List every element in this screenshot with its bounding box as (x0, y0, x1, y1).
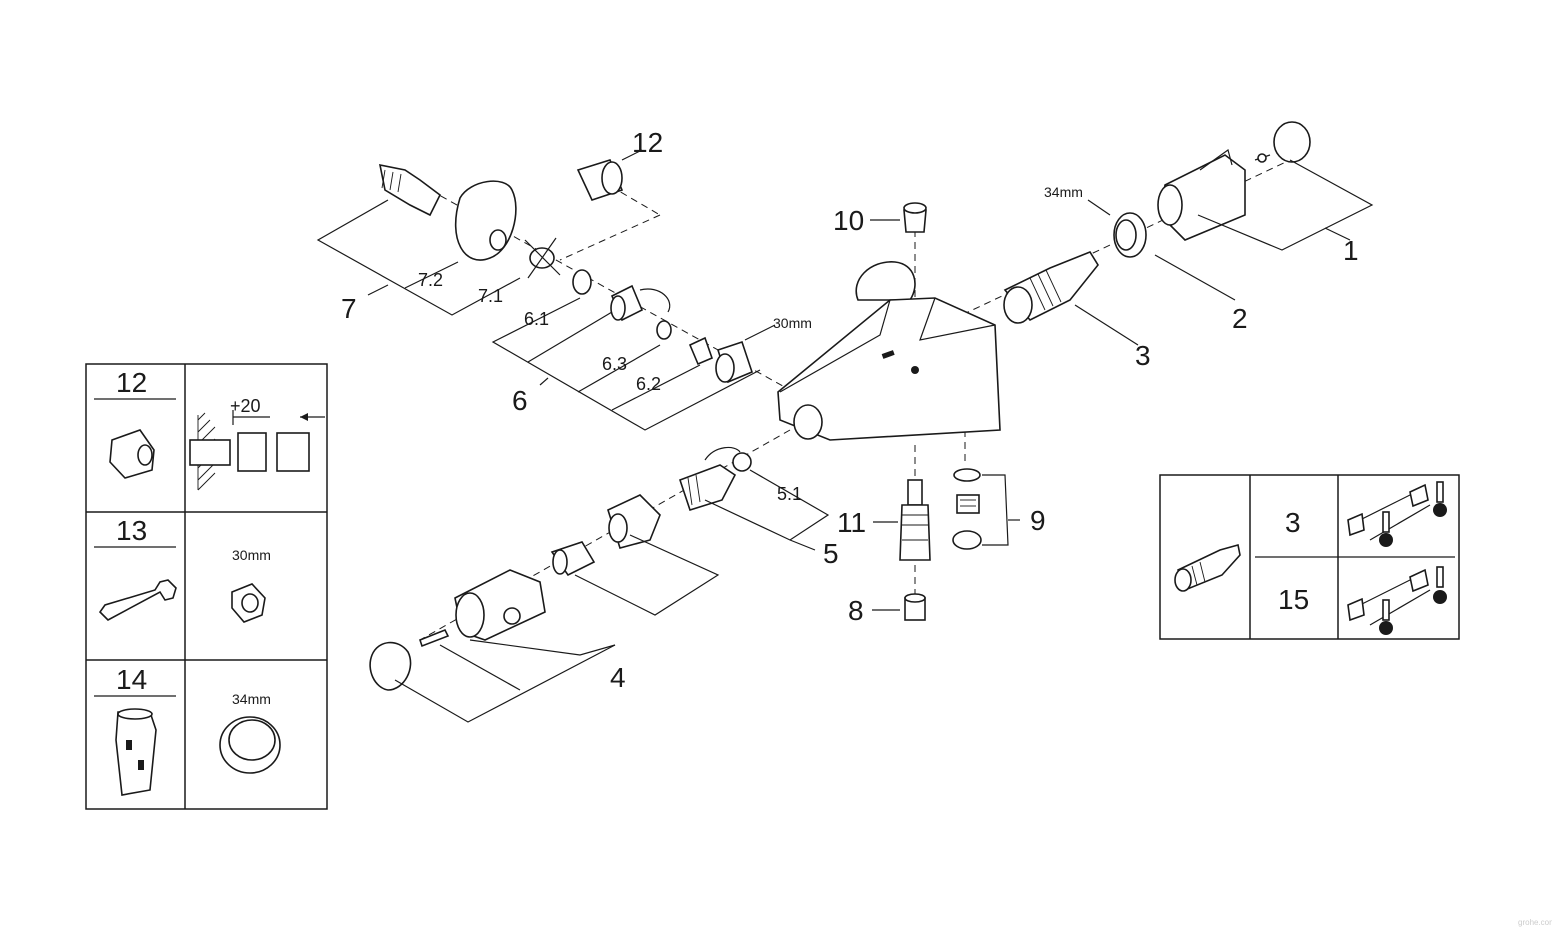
ring-icon (219, 716, 281, 774)
part-9-aerator (952, 468, 1020, 550)
callout-6-2: 6.2 (636, 374, 661, 394)
extension-install-illustration (189, 410, 325, 491)
dimension-30mm: 30mm (773, 315, 812, 331)
part-10-cap (870, 202, 927, 233)
part-3-cartridge (1003, 251, 1139, 346)
part-4-handle (369, 494, 720, 723)
extension-piece-icon (109, 429, 155, 479)
callout-6: 6 (512, 385, 528, 416)
callout-1: 1 (1343, 235, 1359, 266)
callout-5: 5 (823, 538, 839, 569)
part-1-handle (1157, 121, 1374, 251)
part-7-1-star-seal (524, 237, 561, 279)
accessory-note-13: 30mm (232, 547, 271, 563)
thermometer-diagram-3 (1347, 481, 1447, 547)
nut-icon (231, 583, 266, 623)
accessory-number-13: 13 (116, 515, 147, 546)
wrench-icon (98, 579, 177, 621)
dimension-34mm: 34mm (1044, 184, 1083, 200)
callout-12: 12 (632, 127, 663, 158)
part-8-bushing (872, 593, 926, 621)
callout-5-1: 5.1 (777, 484, 802, 504)
callout-7: 7 (341, 293, 357, 324)
accessory-table: 12 +20 13 30mm 14 (85, 363, 328, 810)
callout-11: 11 (837, 507, 866, 538)
callout-7-2: 7.2 (418, 270, 443, 290)
mixer-body (777, 261, 1001, 441)
callout-8: 8 (848, 595, 864, 626)
callout-10: 10 (833, 205, 864, 236)
part-12-extension-piece (576, 149, 643, 201)
part-5-adapter (678, 446, 830, 551)
part-6-wall-connection (491, 269, 776, 431)
accessory-note-14: 34mm (232, 691, 271, 707)
accessory-number-12: 12 (116, 367, 147, 398)
callout-7-1: 7.1 (478, 286, 503, 306)
callout-2: 2 (1232, 303, 1248, 334)
part-11-valve (873, 479, 931, 561)
accessory-number-14: 14 (116, 664, 147, 695)
cartridge-number-3: 3 (1285, 507, 1301, 538)
assembly-tool-icon (115, 708, 157, 796)
callout-4: 4 (610, 662, 626, 693)
callout-labels: 1 2 3 4 5 5.1 6 6.1 6.2 6.3 7 7.1 7.2 8 … (341, 127, 1359, 693)
watermark: grohe.com (1518, 918, 1552, 927)
cartridge-table: 3 15 (1159, 474, 1460, 640)
callout-3: 3 (1135, 340, 1151, 371)
cartridge-number-15: 15 (1278, 584, 1309, 615)
cartridge-icon (1174, 543, 1241, 592)
part-7-connector (316, 163, 561, 316)
callout-6-1: 6.1 (524, 309, 549, 329)
thermometer-diagram-15 (1347, 566, 1447, 635)
part-2-nut (1087, 199, 1236, 301)
accessory-note-12: +20 (230, 396, 261, 416)
callout-6-3: 6.3 (602, 354, 627, 374)
callout-9: 9 (1030, 505, 1046, 536)
